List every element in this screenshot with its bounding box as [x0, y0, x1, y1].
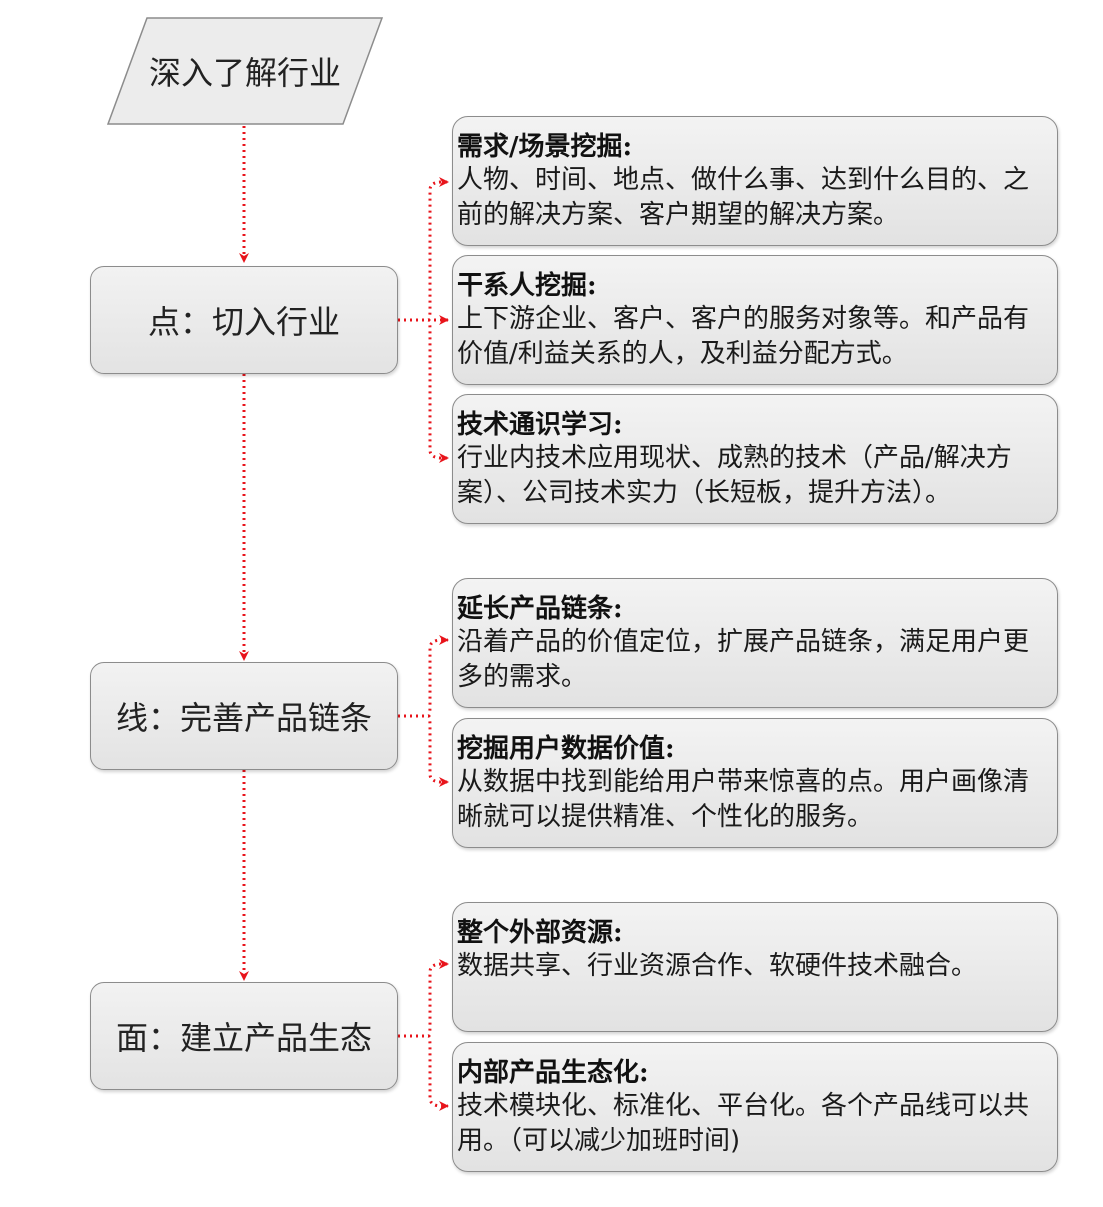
detail-title: 干系人挖掘:	[457, 271, 597, 301]
branch-line-1	[398, 635, 449, 718]
detail-body: 从数据中找到能给用户带来惊喜的点。用户画像清晰就可以提供精准、个性化的服务。	[457, 767, 1030, 832]
level-node-point: 点：切入行业	[90, 266, 398, 374]
detail-box-internal: 内部产品生态化: 技术模块化、标准化、平台化。各个产品线可以共用。（可以减少加班…	[452, 1042, 1058, 1172]
level-node-label: 点：切入行业	[147, 303, 340, 341]
detail-title: 整个外部资源:	[457, 918, 623, 948]
detail-body: 沿着产品的价值定位，扩展产品链条，满足用户更多的需求。	[457, 627, 1030, 692]
level-node-line: 线：完善产品链条	[90, 662, 398, 770]
detail-box-tech: 技术通识学习: 行业内技术应用现状、成熟的技术（产品/解决方案）、公司技术实力（…	[452, 394, 1058, 524]
detail-box-extend-chain: 延长产品链条: 沿着产品的价值定位，扩展产品链条，满足用户更多的需求。	[452, 578, 1058, 708]
level-node-label: 面：建立产品生态	[115, 1019, 372, 1057]
detail-body: 上下游企业、客户、客户的服务对象等。和产品有价值/利益关系的人，及利益分配方式。	[457, 304, 1030, 369]
detail-box-stakeholder: 干系人挖掘: 上下游企业、客户、客户的服务对象等。和产品有价值/利益关系的人，及…	[452, 255, 1058, 385]
level-node-label: 线：完善产品链条	[115, 699, 372, 737]
detail-box-user-data: 挖掘用户数据价值: 从数据中找到能给用户带来惊喜的点。用户画像清晰就可以提供精准…	[452, 718, 1058, 848]
detail-title: 技术通识学习:	[457, 410, 623, 440]
branch-line-2	[398, 714, 449, 787]
detail-box-external: 整个外部资源: 数据共享、行业资源合作、软硬件技术融合。	[452, 902, 1058, 1032]
detail-body: 技术模块化、标准化、平台化。各个产品线可以共用。（可以减少加班时间)	[457, 1091, 1030, 1156]
detail-body: 数据共享、行业资源合作、软硬件技术融合。	[457, 951, 978, 981]
detail-body: 人物、时间、地点、做什么事、达到什么目的、之前的解决方案、客户期望的解决方案。	[457, 165, 1030, 230]
detail-box-demand: 需求/场景挖掘: 人物、时间、地点、做什么事、达到什么目的、之前的解决方案、客户…	[452, 116, 1058, 246]
detail-title: 需求/场景挖掘:	[457, 132, 633, 162]
branch-surface-2	[398, 1034, 449, 1111]
start-shape	[106, 17, 384, 125]
level-node-surface: 面：建立产品生态	[90, 982, 398, 1090]
start-node-label: 深入了解行业	[148, 54, 341, 92]
branch-point-3	[398, 318, 449, 463]
branch-surface-1	[398, 959, 449, 1038]
detail-title: 延长产品链条:	[457, 594, 623, 624]
detail-title: 挖掘用户数据价值:	[457, 734, 675, 764]
detail-body: 行业内技术应用现状、成熟的技术（产品/解决方案）、公司技术实力（长短板，提升方法…	[457, 443, 1012, 508]
branch-point-1	[398, 177, 449, 322]
detail-title: 内部产品生态化:	[457, 1058, 649, 1088]
